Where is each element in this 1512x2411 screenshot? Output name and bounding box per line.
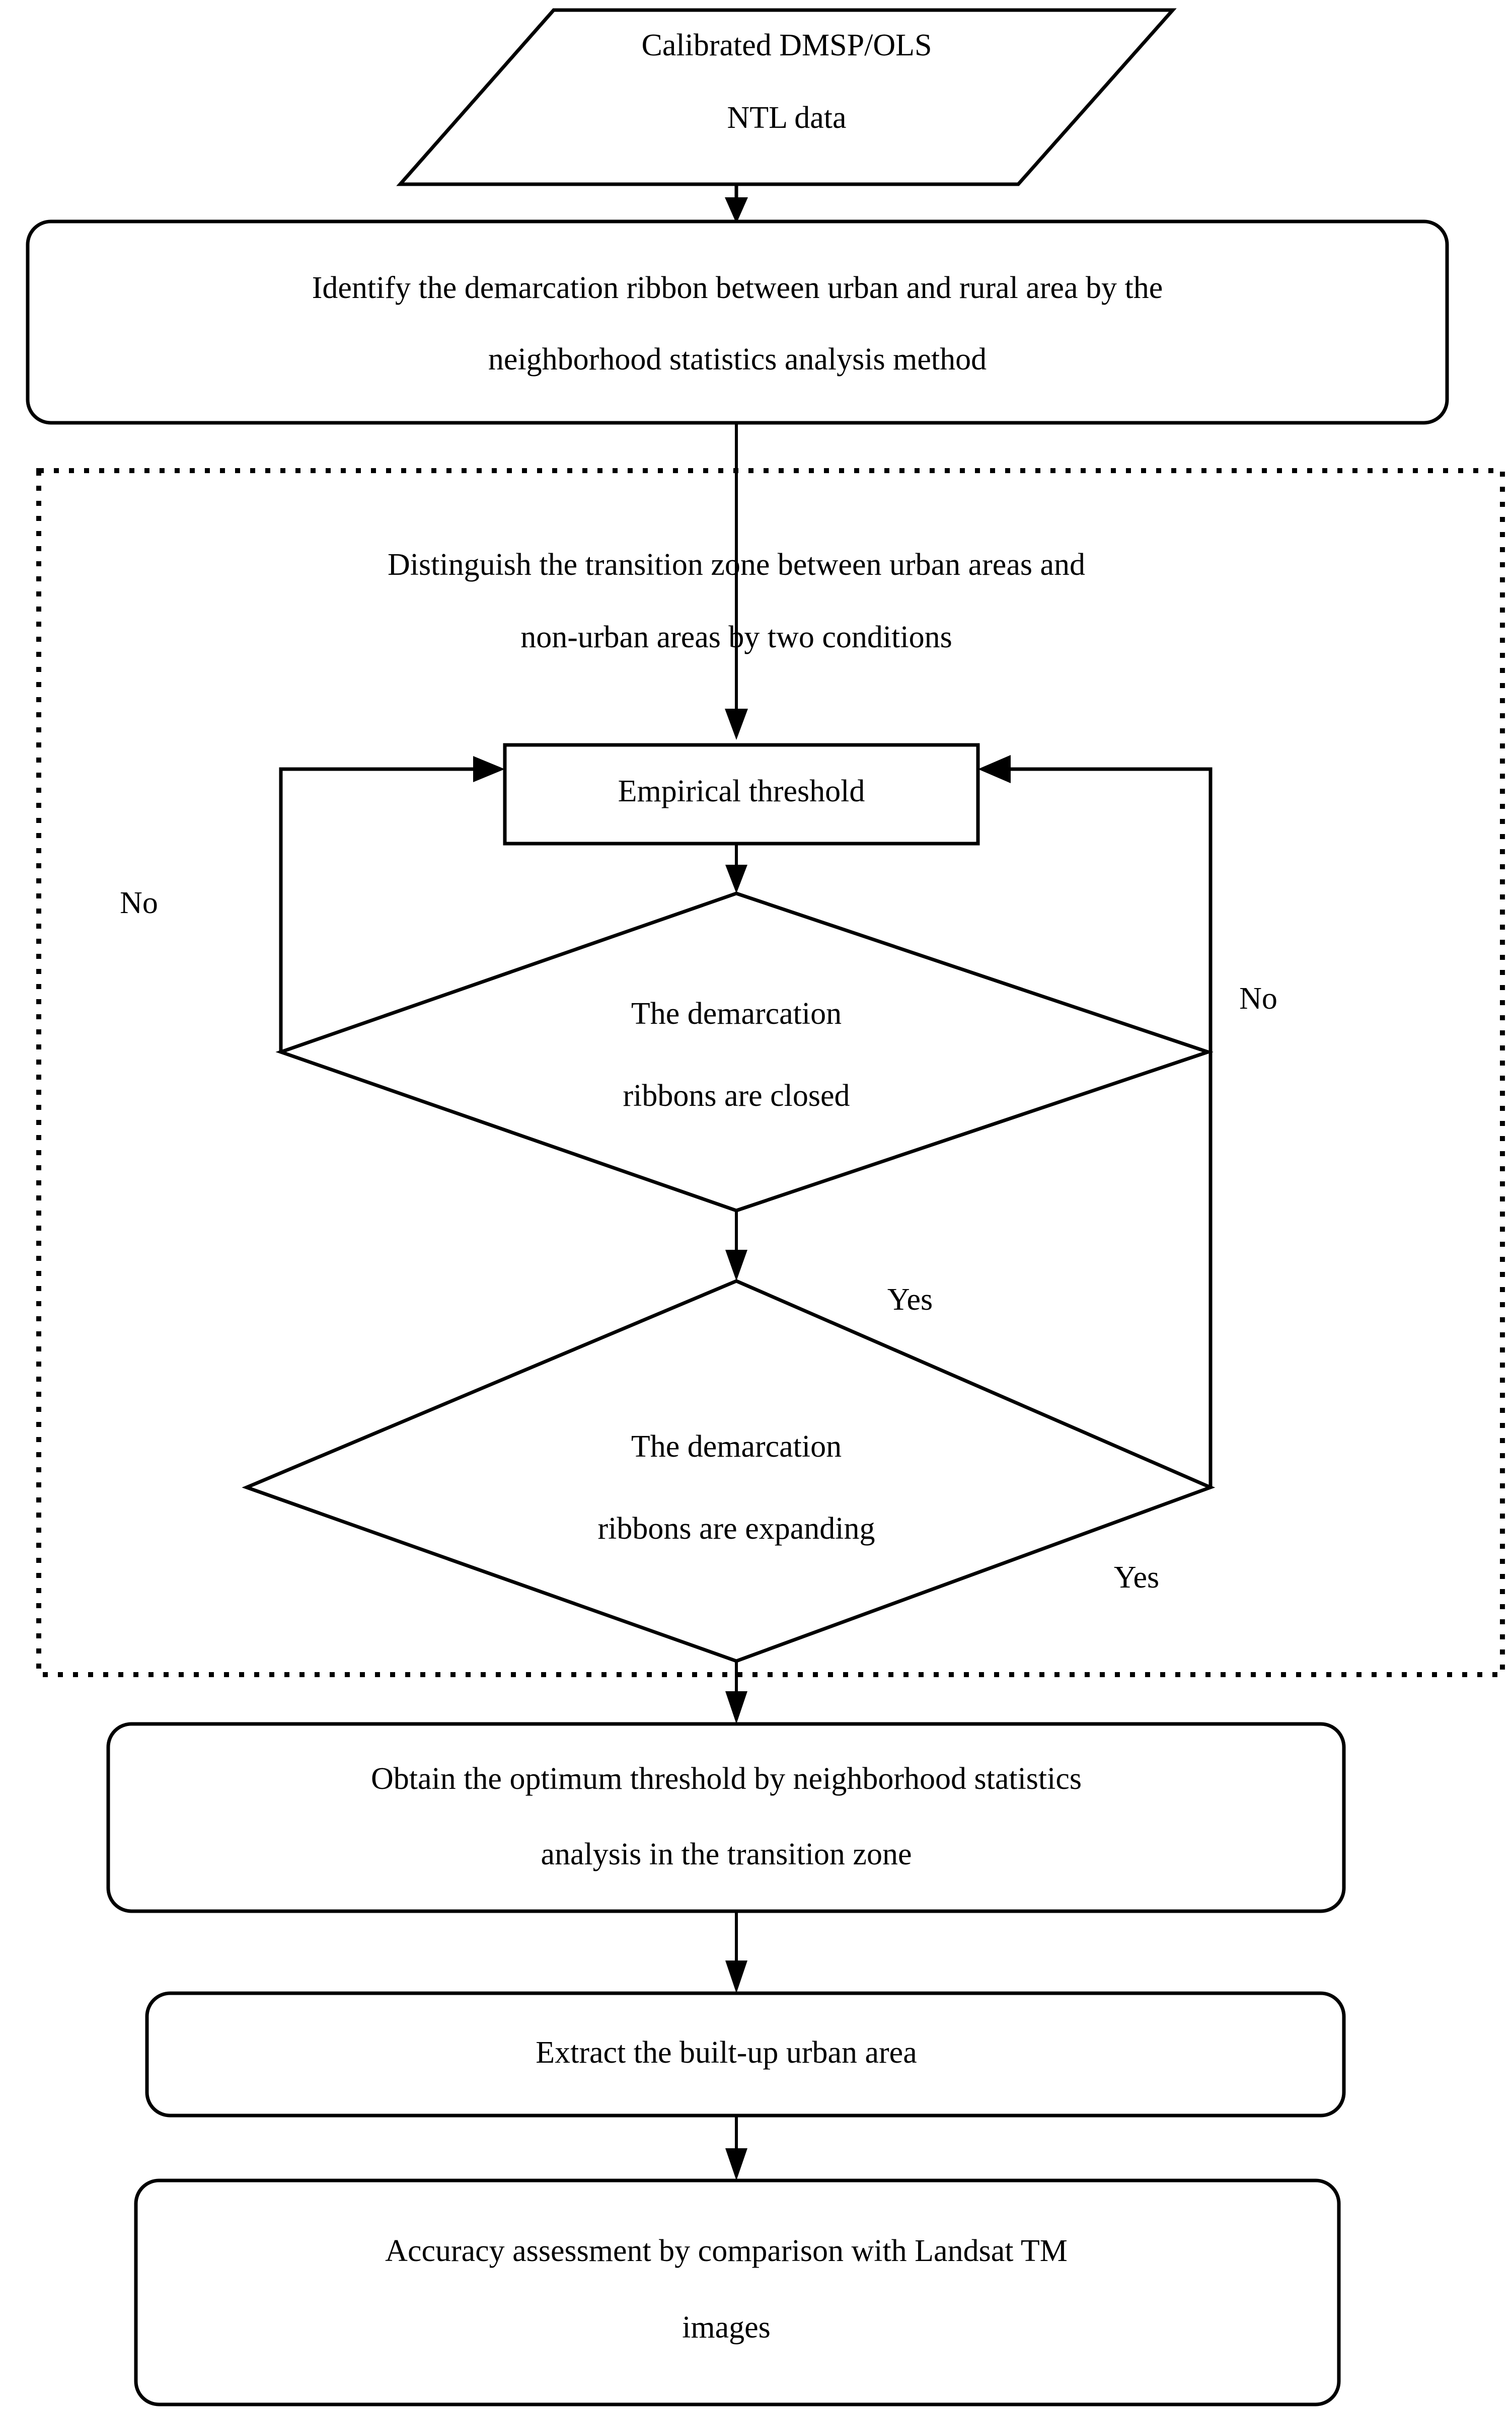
distinguish-zone-line2: non-urban areas by two conditions	[520, 620, 952, 654]
edge-label-yes-top: Yes	[887, 1283, 933, 1317]
decision-expanding-line1: The demarcation	[631, 1429, 842, 1464]
decision-expanding-line2: ribbons are expanding	[598, 1512, 875, 1546]
identify-ribbon-line2: neighborhood statistics analysis method	[488, 342, 987, 376]
input-data-line2: NTL data	[727, 101, 847, 135]
optimum-threshold-line2: analysis in the transition zone	[541, 1837, 912, 1871]
identify-ribbon-line1: Identify the demarcation ribbon between …	[312, 271, 1163, 305]
decision-closed-line2: ribbons are closed	[623, 1079, 850, 1113]
empirical-threshold-label: Empirical threshold	[618, 774, 865, 808]
edge-label-no-right: No	[1239, 982, 1277, 1016]
arrowhead-closed-to-expanding	[725, 1250, 747, 1281]
distinguish-zone-line1: Distinguish the transition zone between …	[388, 548, 1085, 582]
extract-urban-box	[145, 1991, 1346, 2118]
extract-urban-label: Extract the built-up urban area	[536, 2036, 917, 2070]
accuracy-assessment-line2: images	[682, 2310, 771, 2345]
connector-expanding-no-loop	[994, 767, 1213, 1487]
arrowhead-optimum-to-extract	[725, 1961, 747, 1993]
optimum-threshold-box	[106, 1722, 1346, 1913]
decision-closed-diamond	[275, 891, 1214, 1213]
arrowhead-input-to-identify	[725, 197, 748, 223]
decision-expanding-diamond	[242, 1279, 1216, 1663]
decision-closed-line1: The demarcation	[631, 997, 842, 1031]
arrowhead-expanding-no-loop	[978, 755, 1011, 783]
edge-label-no-left: No	[120, 886, 158, 920]
transition-zone-group-box	[36, 468, 1505, 1677]
arrowhead-threshold-to-closed	[725, 865, 747, 893]
arrowhead-identify-to-threshold	[725, 709, 748, 740]
input-data-line1: Calibrated DMSP/OLS	[642, 28, 932, 62]
empirical-threshold-box	[503, 743, 980, 846]
accuracy-assessment-line1: Accuracy assessment by comparison with L…	[385, 2234, 1068, 2268]
optimum-threshold-line1: Obtain the optimum threshold by neighbor…	[371, 1762, 1082, 1796]
input-data-parallelogram	[396, 8, 1177, 186]
identify-ribbon-box	[26, 219, 1449, 425]
arrowhead-expanding-to-optimum	[725, 1691, 747, 1724]
arrowhead-closed-no-loop	[473, 756, 505, 782]
connector-closed-no-loop	[279, 767, 491, 1052]
accuracy-assessment-box	[134, 2178, 1341, 2406]
edge-label-yes-bottom: Yes	[1114, 1560, 1159, 1595]
arrowhead-extract-to-accuracy	[725, 2148, 747, 2180]
